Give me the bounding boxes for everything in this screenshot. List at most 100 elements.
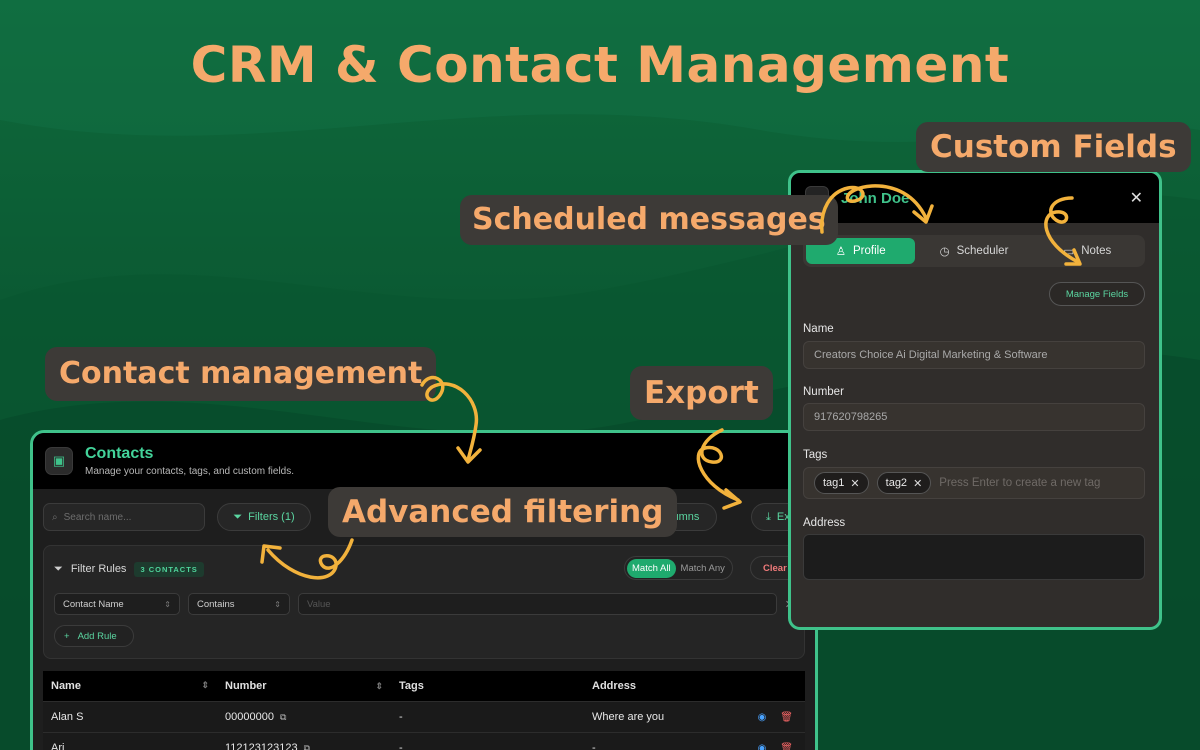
cell-number: 00000000 — [225, 711, 274, 723]
tags-field[interactable]: tag1 ✕ tag2 ✕ Press Enter to create a ne… — [803, 467, 1145, 499]
person-icon: ♙ — [835, 246, 847, 258]
add-rule-button[interactable]: + Add Rule — [54, 625, 134, 647]
match-mode-toggle: Match All Match Any — [624, 556, 733, 580]
arrow-contact-management — [420, 375, 479, 462]
remove-tag-icon[interactable]: ✕ — [913, 477, 923, 490]
arrow-advanced-filtering — [266, 538, 354, 580]
close-icon[interactable]: ✕ — [1129, 190, 1143, 207]
add-rule-label: Add Rule — [77, 630, 117, 642]
cell-name: Ari — [51, 742, 65, 750]
name-field[interactable]: Creators Choice Ai Digital Marketing & S… — [803, 341, 1145, 369]
tab-notes[interactable]: ▭ Notes — [1033, 238, 1142, 264]
filter-rules-title: Filter Rules — [70, 563, 127, 575]
contacts-count-badge: 3 CONTACTS — [134, 561, 204, 577]
arrow-export-head — [722, 488, 742, 510]
tab-label: Notes — [1081, 245, 1112, 257]
address-field[interactable] — [803, 534, 1145, 580]
copy-icon[interactable]: ⧉ — [279, 711, 287, 722]
tab-scheduler[interactable]: ◷ Scheduler — [919, 238, 1028, 264]
search-input[interactable] — [63, 511, 184, 523]
search-icon: ⌕ — [52, 511, 58, 523]
contact-profile-panel: ☺ John Doe ✕ ♙ Profile ◷ Scheduler ▭ Not… — [788, 170, 1162, 630]
view-eye-icon[interactable]: ◉ — [757, 711, 767, 723]
filter-rules-panel: ⏷ Filter Rules 3 CONTACTS Match All Matc… — [43, 545, 810, 659]
funnel-icon: ⏷ — [54, 562, 63, 575]
delete-trash-icon[interactable]: 🗑 — [780, 742, 793, 750]
arrow-scheduled-messages-head — [912, 204, 934, 224]
remove-tag-icon[interactable]: ✕ — [850, 477, 860, 490]
plus-icon: + — [64, 630, 70, 642]
arrow-scheduled-messages — [820, 184, 928, 234]
contacts-book-icon: ▣ — [45, 447, 73, 475]
chevron-updown-icon: ⇕ — [274, 599, 281, 609]
filter-operator-select[interactable]: Contains ⇕ — [188, 593, 290, 615]
callout-advanced-filtering: Advanced filtering — [328, 487, 678, 537]
match-any-option[interactable]: Match Any — [680, 562, 725, 574]
filter-operator-value: Contains — [197, 598, 235, 610]
clock-icon: ◷ — [939, 246, 950, 258]
note-icon: ▭ — [1063, 246, 1075, 258]
contacts-table: Name ⇕ Number ⇕ Tags Address Alan S 0000… — [43, 671, 805, 750]
number-field[interactable]: 917620798265 — [803, 403, 1145, 431]
arrow-export — [696, 428, 740, 502]
sort-icon: ⇕ — [201, 680, 209, 690]
callout-custom-fields: Custom Fields — [916, 122, 1191, 172]
match-all-option[interactable]: Match All — [627, 558, 676, 578]
table-row[interactable]: Alan S 00000000 ⧉ - Where are you ◉ 🗑 — [43, 702, 805, 733]
callout-scheduled-messages: Scheduled messages — [460, 195, 838, 245]
arrow-custom-fields-head — [1064, 248, 1082, 266]
search-box: ⌕ — [43, 503, 205, 531]
cell-name: Alan S — [51, 711, 84, 723]
arrow-advanced-filtering-head — [260, 544, 282, 564]
column-header-address: Address — [592, 680, 637, 692]
filter-value-input[interactable]: Value — [298, 593, 777, 615]
contacts-title: Contacts — [85, 445, 154, 462]
table-header-row: Name ⇕ Number ⇕ Tags Address — [43, 671, 805, 702]
table-row[interactable]: Ari 112123123123 ⧉ - - ◉ 🗑 — [43, 733, 805, 750]
tags-label: Tags — [803, 449, 828, 461]
tab-label: Scheduler — [956, 245, 1009, 257]
contacts-toolbar: ⌕ ⏷ Filters (1) — [33, 489, 815, 531]
tag-label: tag2 — [885, 477, 908, 489]
profile-name: John Doe — [841, 189, 910, 207]
tag-chip: tag1 ✕ — [814, 472, 869, 494]
tags-input-placeholder: Press Enter to create a new tag — [939, 477, 1101, 489]
contacts-window: ▣ Contacts Manage your contacts, tags, a… — [30, 430, 818, 750]
view-eye-icon[interactable]: ◉ — [757, 742, 767, 750]
cell-number: 112123123123 — [225, 742, 298, 750]
cell-tags: - — [399, 742, 403, 750]
number-label: Number — [803, 386, 844, 398]
column-header-number[interactable]: Number ⇕ — [217, 680, 391, 692]
cell-address: - — [592, 742, 596, 750]
address-label: Address — [803, 517, 846, 529]
tag-chip: tag2 ✕ — [876, 472, 932, 494]
column-header-tags: Tags — [399, 680, 424, 692]
cell-address: Where are you — [592, 711, 665, 723]
profile-tabs: ♙ Profile ◷ Scheduler ▭ Notes — [803, 235, 1145, 267]
header-label: Number — [225, 680, 267, 692]
arrow-contact-management-head — [456, 446, 482, 464]
copy-icon[interactable]: ⧉ — [303, 742, 311, 750]
contacts-subtitle: Manage your contacts, tags, and custom f… — [85, 466, 294, 477]
delete-trash-icon[interactable]: 🗑 — [780, 711, 793, 723]
contacts-header: ▣ Contacts Manage your contacts, tags, a… — [33, 433, 815, 489]
manage-fields-button[interactable]: Manage Fields — [1049, 282, 1145, 306]
callout-contact-management: Contact management — [45, 347, 437, 401]
sort-icon: ⇕ — [375, 680, 383, 691]
download-icon: ⤓ — [766, 510, 771, 523]
header-label: Name — [51, 680, 81, 692]
tag-label: tag1 — [823, 477, 845, 489]
filters-label: Filters (1) — [248, 511, 295, 523]
page-headline: CRM & Contact Management — [190, 36, 1010, 94]
chevron-updown-icon: ⇕ — [164, 599, 171, 609]
cell-tags: - — [399, 711, 403, 723]
filter-icon: ⏷ — [233, 510, 243, 523]
tab-label: Profile — [853, 245, 886, 257]
filters-button[interactable]: ⏷ Filters (1) — [217, 503, 311, 531]
column-header-name[interactable]: Name ⇕ — [43, 680, 217, 692]
filter-field-select[interactable]: Contact Name ⇕ — [54, 593, 180, 615]
arrow-custom-fields — [1044, 196, 1080, 264]
profile-header: ☺ John Doe ✕ — [791, 173, 1159, 223]
callout-export: Export — [630, 366, 773, 420]
